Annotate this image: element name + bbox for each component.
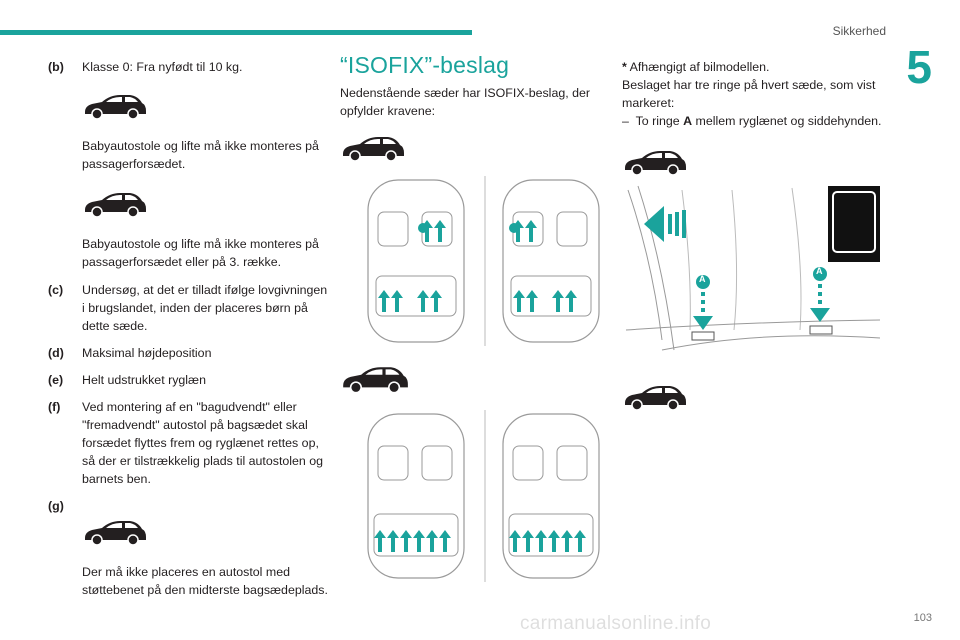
car-suv-icon <box>82 190 148 220</box>
marker-a: A <box>699 274 706 284</box>
car-suv-icon <box>82 518 148 548</box>
push-arrow-icon <box>644 206 686 242</box>
item-c: (c) Undersøg, at det er tilladt ifølge l… <box>48 281 330 335</box>
isofix-arrow-icon <box>693 284 830 330</box>
ring-pre: To ringe <box>635 114 680 128</box>
column-left: (b) Klasse 0: Fra nyfødt til 10 kg. Baby… <box>48 58 330 599</box>
vehicle-outline-right <box>502 179 600 343</box>
section-header: Sikkerhed <box>832 24 886 38</box>
isofix-seat-icon <box>374 530 451 552</box>
footnote: * Afhængigt af bilmodellen. <box>622 58 887 76</box>
vehicle-outline-right <box>502 413 600 579</box>
item-g: (g) <box>48 497 330 515</box>
car-suv-icon <box>622 148 688 178</box>
item-b: (b) Klasse 0: Fra nyfødt til 10 kg. <box>48 58 330 76</box>
item-label: (e) <box>48 373 64 387</box>
note-text: Babyautostole og lifte må ikke monteres … <box>82 237 319 269</box>
page-number: 103 <box>913 612 932 624</box>
chapter-number: 5 <box>906 41 932 93</box>
vehicle-outline-left <box>367 413 465 579</box>
car-icon-row <box>622 148 887 183</box>
vehicle-outline-left <box>367 179 465 343</box>
ring-bullet: – To ringe A mellem ryglænet og siddehyn… <box>622 112 887 130</box>
description-text: Beslaget har tre ringe på hvert sæde, so… <box>622 78 876 110</box>
note-text: Der må ikke placeres en autostol med stø… <box>82 565 328 597</box>
ring-letter: A <box>683 114 693 128</box>
isofix-symbol-icon <box>418 223 428 233</box>
item-text: Ved montering af en "bagudvendt" eller "… <box>82 400 324 486</box>
seat-line-drawing <box>625 185 881 351</box>
marker-a: A <box>816 266 823 276</box>
car-suv-icon <box>340 134 406 164</box>
top-accent-bar <box>0 30 472 35</box>
footnote-text: Afhængigt af bilmodellen. <box>629 60 770 74</box>
isofix-seat-icon <box>509 530 586 552</box>
column-middle: “ISOFIX”-beslag Nedenstående sæder har I… <box>340 52 605 169</box>
isofix-symbol-icon <box>509 223 519 233</box>
car-suv-icon <box>340 364 410 396</box>
asterisk: * <box>622 60 627 74</box>
isofix-photo: A A <box>622 180 884 370</box>
intro-text: Nedenstående sæder har ISOFIX-beslag, de… <box>340 86 591 118</box>
isofix-seat-icon <box>378 220 446 312</box>
car-icon-row <box>82 511 330 555</box>
watermark: carmanualsonline.info <box>520 613 712 634</box>
item-d: (d) Maksimal højdeposition <box>48 344 330 362</box>
item-text: Helt udstrukket ryglæn <box>82 373 206 387</box>
car-icon-row <box>82 85 330 129</box>
item-label: (f) <box>48 400 61 414</box>
column-right: * Afhængigt af bilmodellen. Beslaget har… <box>622 58 887 183</box>
note-text: Babyautostole og lifte må ikke monteres … <box>82 139 319 171</box>
item-label: (c) <box>48 283 64 297</box>
car-suv-icon <box>622 383 688 413</box>
item-e: (e) Helt udstrukket ryglæn <box>48 371 330 389</box>
isofix-seat-icon <box>512 220 577 312</box>
item-text: Undersøg, at det er tilladt ifølge lovgi… <box>82 283 328 333</box>
bullet-dash: – <box>622 114 629 128</box>
item-label: (d) <box>48 346 64 360</box>
car-suv-icon <box>82 92 148 122</box>
ring-post: mellem ryglænet og siddehynden. <box>695 114 882 128</box>
item-label: (b) <box>48 60 64 74</box>
seat-diagram-top <box>367 176 600 346</box>
section-title: “ISOFIX”-beslag <box>340 52 510 78</box>
item-text: Klasse 0: Fra nyfødt til 10 kg. <box>82 60 243 74</box>
car-icon-row <box>340 134 605 169</box>
item-text: Maksimal højdeposition <box>82 346 212 360</box>
item-f: (f) Ved montering af en "bagudvendt" ell… <box>48 398 330 488</box>
car-icon-row <box>82 183 330 227</box>
item-label: (g) <box>48 499 64 513</box>
seat-diagram-bottom <box>367 410 600 582</box>
